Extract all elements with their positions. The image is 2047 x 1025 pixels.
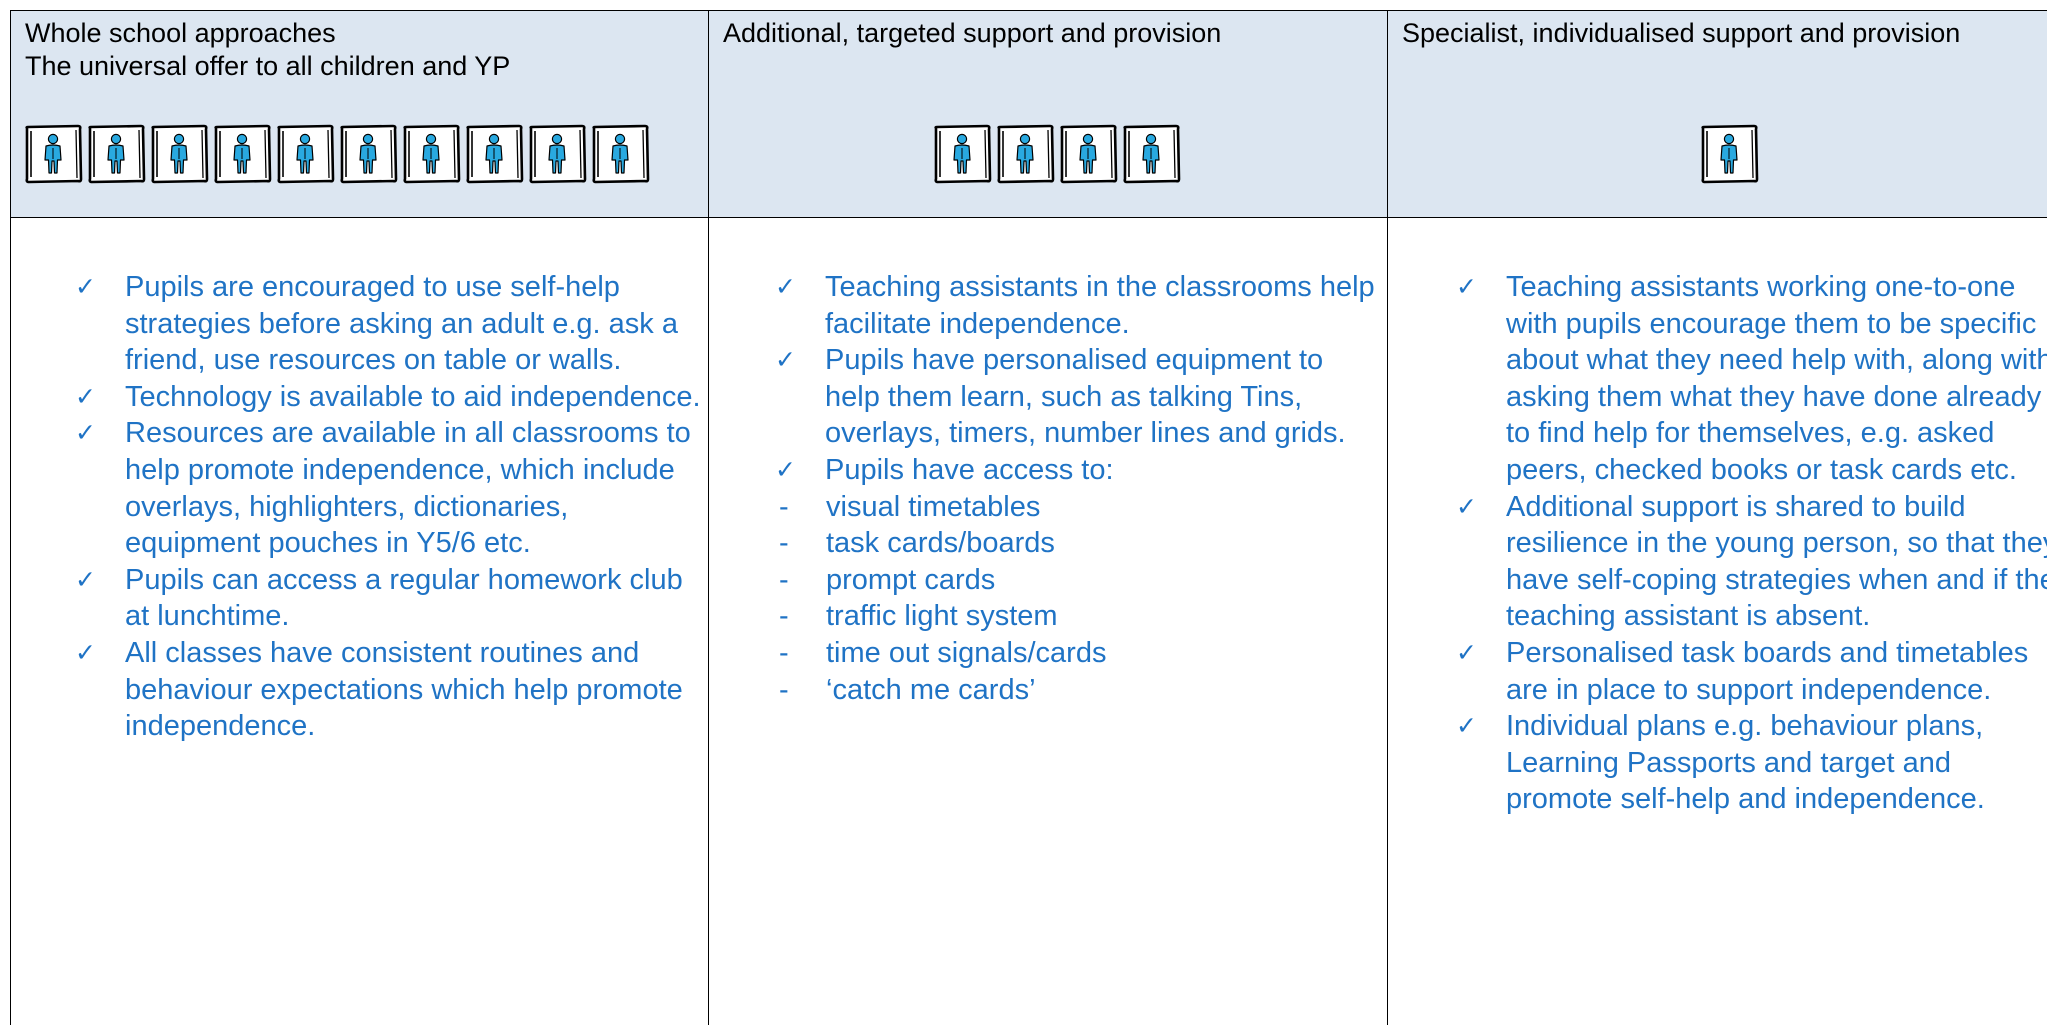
checklist-item: ✓ Personalised task boards and timetables… bbox=[1450, 635, 2047, 708]
checkmark-icon: ✓ bbox=[75, 564, 96, 594]
checklist-item: ✓ Pupils have access to: - visual timetable… bbox=[769, 452, 1384, 708]
person-icon bbox=[933, 124, 992, 184]
checkmark-icon: ✓ bbox=[75, 637, 96, 667]
sub-list-item-text: prompt cards bbox=[826, 563, 996, 596]
sub-list-item: - task cards/boards bbox=[779, 525, 1384, 562]
column-title: Additional, targeted support and provisi… bbox=[723, 17, 1378, 50]
dash-bullet: - bbox=[779, 563, 789, 596]
checklist-item: ✓ Individual plans e.g. behaviour plans, … bbox=[1450, 708, 2047, 818]
column-specialist-support: Specialist, individualised support and p… bbox=[1387, 11, 2047, 1025]
person-icon bbox=[339, 124, 398, 184]
checklist-item-text: Pupils are encouraged to use self-help s… bbox=[125, 271, 678, 377]
checklist-item-text: Additional support is shared to build re… bbox=[1506, 490, 2047, 633]
provision-table: Whole school approaches The universal of… bbox=[10, 10, 2047, 1025]
checkmark-icon: ✓ bbox=[1456, 491, 1477, 521]
checklist-item-text: Teaching assistants working one-to-one w… bbox=[1506, 271, 2047, 486]
sub-list-item-text: task cards/boards bbox=[826, 527, 1055, 560]
person-icon bbox=[591, 124, 650, 184]
person-icon bbox=[24, 124, 83, 184]
checklist-item: ✓ Technology is available to aid independ… bbox=[69, 379, 704, 416]
checklist-item-text: Individual plans e.g. behaviour plans, L… bbox=[1506, 710, 1985, 816]
checklist-item-text: Pupils can access a regular homework clu… bbox=[125, 563, 683, 633]
column-targeted-support: Additional, targeted support and provisi… bbox=[708, 11, 1388, 1025]
dash-bullet: - bbox=[779, 600, 789, 633]
column-title-line: Additional, targeted support and provisi… bbox=[723, 18, 1222, 48]
checkmark-icon: ✓ bbox=[1456, 272, 1477, 301]
sub-list-item: - traffic light system bbox=[779, 598, 1384, 635]
sub-list-item-text: traffic light system bbox=[826, 600, 1058, 633]
person-icon-row bbox=[933, 124, 1185, 186]
item-list: ✓ Teaching assistants working one-to-one … bbox=[1450, 269, 2047, 818]
checklist-item-text: Resources are available in all classroom… bbox=[125, 417, 691, 560]
column-title-line: Specialist, individualised support and p… bbox=[1402, 18, 1961, 48]
sub-list-item: - ‘catch me cards’ bbox=[779, 672, 1384, 709]
checkmark-icon: ✓ bbox=[775, 272, 796, 301]
sub-list-item-text: time out signals/cards bbox=[826, 636, 1107, 669]
dash-bullet: - bbox=[779, 527, 789, 560]
checkmark-icon: ✓ bbox=[75, 272, 96, 301]
checklist-item-text: All classes have consistent routines and… bbox=[125, 636, 683, 743]
checklist-item: ✓ Pupils have personalised equipment to h… bbox=[769, 342, 1384, 452]
checklist-item-text: Teaching assistants in the classrooms he… bbox=[825, 271, 1375, 340]
checklist-item-text: Technology is available to aid independe… bbox=[125, 380, 701, 413]
person-icon bbox=[528, 124, 587, 184]
column-body: ✓ Teaching assistants in the classrooms h… bbox=[709, 218, 1388, 1025]
column-header: Whole school approaches The universal of… bbox=[11, 11, 708, 218]
checklist-item: ✓ Additional support is shared to build r… bbox=[1450, 489, 2047, 635]
sub-list: - visual timetables - task cards/boards - pro… bbox=[779, 489, 1384, 709]
item-list: ✓ Teaching assistants in the classrooms h… bbox=[769, 269, 1384, 708]
dash-bullet: - bbox=[779, 490, 789, 523]
person-icon bbox=[276, 124, 335, 184]
checklist-item-text: Personalised task boards and timetables … bbox=[1506, 636, 2029, 706]
checklist-item: ✓ All classes have consistent routines an… bbox=[69, 635, 704, 745]
person-icon bbox=[465, 124, 524, 184]
person-icon bbox=[87, 124, 146, 184]
column-title-line: Whole school approaches bbox=[25, 18, 336, 48]
checkmark-icon: ✓ bbox=[75, 381, 96, 411]
person-icon bbox=[402, 124, 461, 184]
column-body: ✓ Teaching assistants working one-to-one … bbox=[1388, 218, 2047, 1025]
checkmark-icon: ✓ bbox=[1456, 711, 1477, 741]
person-icon-row bbox=[1700, 124, 1763, 186]
checklist-item: ✓ Pupils are encouraged to use self-help … bbox=[69, 269, 704, 379]
person-icon-row bbox=[24, 124, 654, 186]
person-icon bbox=[1059, 124, 1118, 184]
person-icon bbox=[1700, 124, 1759, 184]
sub-list-item: - prompt cards bbox=[779, 562, 1384, 599]
column-header: Specialist, individualised support and p… bbox=[1388, 11, 2047, 218]
sub-list-item: - time out signals/cards bbox=[779, 635, 1384, 672]
checklist-item-text: Pupils have personalised equipment to he… bbox=[825, 344, 1346, 450]
checkmark-icon: ✓ bbox=[775, 345, 796, 375]
item-list: ✓ Pupils are encouraged to use self-help … bbox=[69, 269, 704, 745]
person-icon bbox=[213, 124, 272, 184]
sub-list-item-text: visual timetables bbox=[826, 490, 1041, 523]
checkmark-icon: ✓ bbox=[75, 418, 96, 448]
person-icon bbox=[150, 124, 209, 184]
person-icon bbox=[996, 124, 1055, 184]
checklist-item: ✓ Teaching assistants in the classrooms h… bbox=[769, 269, 1384, 342]
checklist-item: ✓ Teaching assistants working one-to-one … bbox=[1450, 269, 2047, 489]
column-header: Additional, targeted support and provisi… bbox=[709, 11, 1388, 218]
column-body: ✓ Pupils are encouraged to use self-help … bbox=[11, 218, 708, 1025]
sub-list-item-text: ‘catch me cards’ bbox=[826, 673, 1036, 706]
dash-bullet: - bbox=[779, 636, 789, 669]
column-title: Specialist, individualised support and p… bbox=[1402, 17, 2039, 50]
sub-list-item: - visual timetables bbox=[779, 489, 1384, 526]
checklist-item: ✓ Pupils can access a regular homework cl… bbox=[69, 562, 704, 635]
column-whole-school: Whole school approaches The universal of… bbox=[11, 11, 708, 1025]
checklist-item: ✓ Resources are available in all classroo… bbox=[69, 415, 704, 561]
checkmark-icon: ✓ bbox=[1456, 637, 1477, 667]
checklist-item-text: Pupils have access to: bbox=[825, 453, 1114, 486]
column-title: Whole school approaches The universal of… bbox=[25, 17, 698, 83]
checkmark-icon: ✓ bbox=[775, 454, 796, 484]
dash-bullet: - bbox=[779, 673, 789, 706]
column-title-line: The universal offer to all children and … bbox=[25, 51, 511, 81]
person-icon bbox=[1122, 124, 1181, 184]
